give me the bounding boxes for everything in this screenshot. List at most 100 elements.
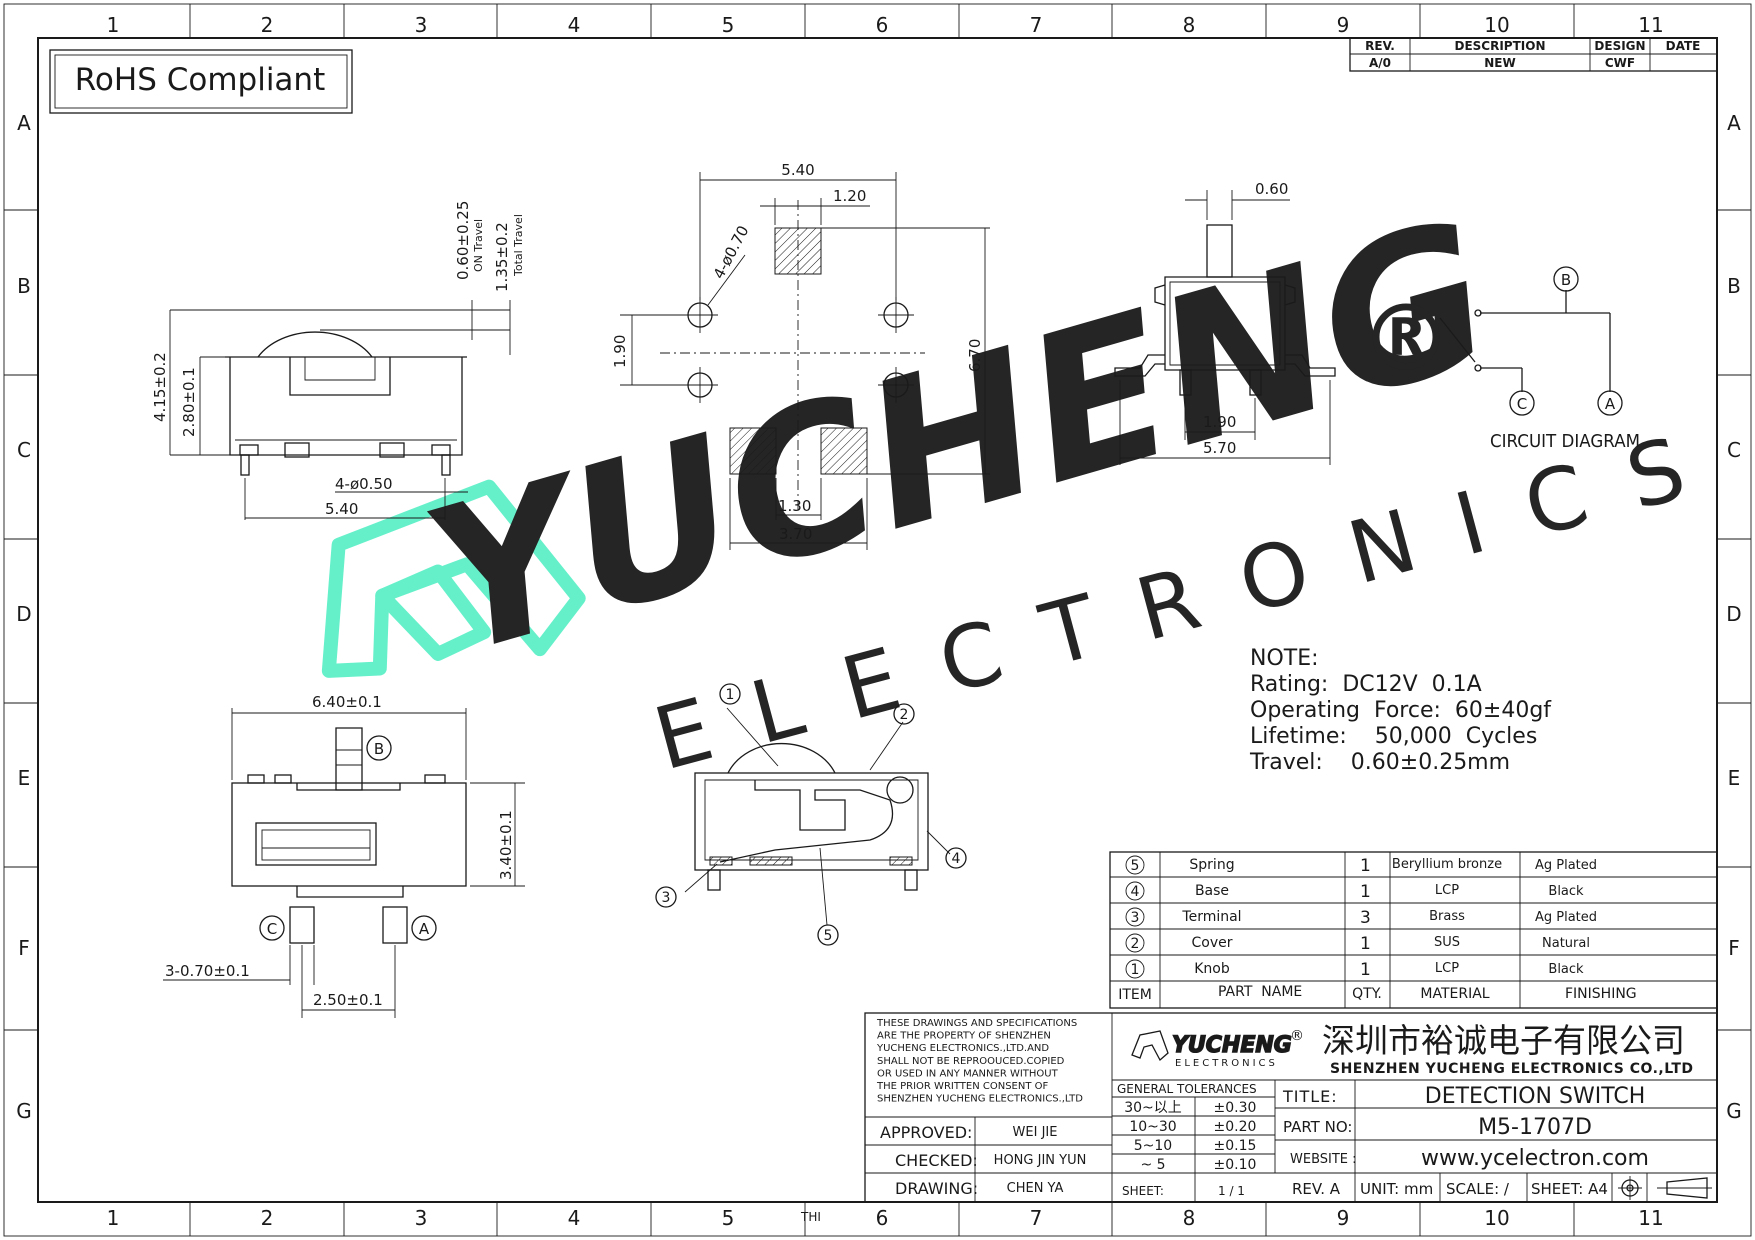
bom-part-name: Cover bbox=[1192, 935, 1233, 951]
dim-pcb-height: 6.70 bbox=[966, 339, 984, 372]
dim-top-pin-width: 3-0.70±0.1 bbox=[165, 962, 250, 980]
part-number: M5-1707D bbox=[1478, 1115, 1592, 1140]
bom-finishing: Ag Plated bbox=[1535, 910, 1597, 925]
bom-item: 2 bbox=[1131, 936, 1140, 952]
unit-cell: UNIT: mm bbox=[1360, 1180, 1433, 1198]
checked-label: CHECKED: bbox=[895, 1151, 978, 1170]
mounting-holes bbox=[682, 297, 914, 403]
item-number-circle bbox=[1125, 881, 1145, 901]
callout-2: 2 bbox=[900, 707, 909, 723]
row-label: B bbox=[1727, 274, 1741, 298]
dim-pad-span: 3.70 bbox=[779, 525, 812, 543]
checked-name: HONG JIN YUN bbox=[994, 1153, 1087, 1168]
bom-item: 1 bbox=[1131, 962, 1140, 978]
row-label: E bbox=[18, 766, 31, 790]
scale-cell: SCALE: / bbox=[1446, 1180, 1510, 1198]
note-rating: Rating: DC12V 0.1A bbox=[1250, 672, 1482, 697]
top-view: B C A 6.40±0.1 3.40±0.1 3-0.70±0.1 2.50±… bbox=[163, 693, 525, 1018]
tolerance-row: 5~10±0.15 bbox=[1134, 1138, 1257, 1154]
bom-part-name: Base bbox=[1195, 883, 1229, 899]
projection-symbol-icon bbox=[1618, 1176, 1712, 1200]
rev-header: REV. bbox=[1365, 39, 1395, 53]
column-label: 3 bbox=[415, 13, 428, 37]
bom-material: Brass bbox=[1429, 909, 1465, 924]
section-view: 1 2 4 3 5 bbox=[655, 683, 967, 946]
row-label: F bbox=[1728, 936, 1740, 960]
item-number-circle bbox=[1125, 907, 1145, 927]
top-b-label: B bbox=[374, 740, 384, 758]
row-label: G bbox=[16, 1099, 32, 1123]
rev-cell: REV. A bbox=[1292, 1180, 1341, 1198]
title-label: TITLE: bbox=[1282, 1087, 1338, 1106]
website-label: WEBSITE : bbox=[1290, 1152, 1357, 1167]
revision-block: REV. DESCRIPTION DESIGN DATE A/0 NEW CWF bbox=[1349, 37, 1718, 72]
bom-part-name: Spring bbox=[1189, 857, 1234, 873]
circuit-title: CIRCUIT DIAGRAM bbox=[1490, 431, 1640, 452]
bom-qty: 3 bbox=[1360, 908, 1371, 928]
row-label: B bbox=[17, 274, 31, 298]
item-number-circle bbox=[1125, 933, 1145, 953]
sheet-value: 1 / 1 bbox=[1218, 1184, 1245, 1198]
bom-finishing: Black bbox=[1548, 962, 1584, 977]
bom-header-material: MATERIAL bbox=[1420, 986, 1489, 1002]
front-view: 0.60 1.90 5.70 bbox=[1114, 180, 1336, 465]
column-label: 10 bbox=[1484, 1206, 1509, 1230]
design-value: CWF bbox=[1605, 56, 1635, 70]
dim-pin-width: 0.60 bbox=[1255, 180, 1288, 198]
tolerance-value: ±0.20 bbox=[1214, 1119, 1257, 1135]
tolerance-range: 30~以上 bbox=[1124, 1100, 1182, 1116]
tolerance-row: 30~以上±0.30 bbox=[1124, 1100, 1256, 1116]
dim-on-travel: 0.60±0.25 bbox=[454, 201, 472, 280]
bom-material: SUS bbox=[1434, 935, 1460, 950]
company-name-en: SHENZHEN YUCHENG ELECTRONICS CO.,LTD bbox=[1330, 1061, 1694, 1077]
approved-label: APPROVED: bbox=[880, 1123, 972, 1142]
callout-5: 5 bbox=[824, 928, 833, 944]
tolerance-range: 10~30 bbox=[1129, 1119, 1176, 1135]
copyright-line: ARE THE PROPERTY OF SHENZHEN bbox=[877, 1031, 1051, 1042]
bom-material: Beryllium bronze bbox=[1392, 857, 1502, 872]
column-label: 4 bbox=[568, 13, 581, 37]
sheet-size-cell: SHEET: A4 bbox=[1531, 1180, 1608, 1198]
description-value: NEW bbox=[1484, 56, 1515, 70]
watermark-registered: ® bbox=[1360, 285, 1452, 392]
terminal-b-label: B bbox=[1561, 271, 1571, 289]
top-c-label: C bbox=[267, 920, 277, 938]
dim-total-travel: 1.35±0.2 bbox=[493, 222, 511, 292]
sheet-label: SHEET: bbox=[1122, 1184, 1164, 1198]
dim-pin-pitch: 1.90 bbox=[1203, 413, 1236, 431]
column-label: 5 bbox=[722, 13, 735, 37]
design-header: DESIGN bbox=[1594, 39, 1645, 53]
bom-item: 5 bbox=[1131, 858, 1140, 874]
column-label: 6 bbox=[876, 1206, 889, 1230]
column-label: 7 bbox=[1030, 13, 1043, 37]
item-number-circle bbox=[1125, 855, 1145, 875]
company-name-cn: 深圳市裕诚电子有限公司 bbox=[1322, 1021, 1685, 1060]
item-number-circle bbox=[1125, 959, 1145, 979]
notes: NOTE: Rating: DC12V 0.1A Operating Force… bbox=[1249, 646, 1552, 775]
logo-sub: ELECTRONICS bbox=[1175, 1058, 1278, 1069]
company-logo: YUCHENG ® ELECTRONICS bbox=[1131, 1028, 1304, 1069]
tolerance-value: ±0.10 bbox=[1214, 1157, 1257, 1173]
logo-text: YUCHENG bbox=[1172, 1033, 1292, 1058]
dim-pitch-y: 1.90 bbox=[611, 335, 629, 368]
copyright-line: YUCHENG ELECTRONICS.,LTD.AND bbox=[876, 1043, 1049, 1054]
column-label: 5 bbox=[722, 1206, 735, 1230]
circuit-diagram: B C A CIRCUIT DIAGRAM bbox=[1439, 266, 1640, 452]
bom-material: LCP bbox=[1435, 883, 1459, 898]
bottom-mark: THI bbox=[800, 1210, 821, 1224]
dim-hole-dia: 4-ø0.70 bbox=[710, 223, 753, 282]
side-view: 0.60±0.25 ON Travel 1.35±0.2 Total Trave… bbox=[151, 201, 525, 520]
column-label: 10 bbox=[1484, 13, 1509, 37]
row-label: A bbox=[1727, 111, 1741, 135]
copyright-line: THE PRIOR WRITTEN CONSENT OF bbox=[876, 1081, 1048, 1092]
column-label: 2 bbox=[261, 1206, 274, 1230]
bom-finishing: Natural bbox=[1542, 936, 1590, 951]
